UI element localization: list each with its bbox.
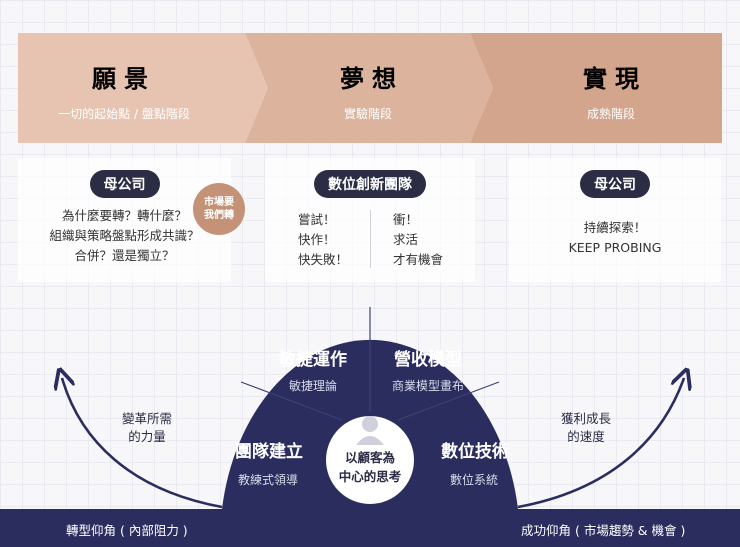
left-curved-arrow-icon [62,378,223,509]
side-left-line-1: 變革所需 [122,411,173,426]
pill-parent-company-right: 母公司 [580,170,650,198]
stage-title-vision: 願景 [92,65,156,93]
segment-sub-digital: 數位系統 [450,472,498,487]
side-left-line-2: 的力量 [128,429,166,444]
col-right-line-2: 求活 [393,232,419,247]
card-right-lines: 持續探索！ KEEP PROBING [509,218,721,258]
center-line-1: 以顧客為 [345,450,395,465]
side-label-right: 獲利成長 的速度 [561,410,611,446]
segment-sub-revenue: 商業模型畫布 [392,378,464,393]
stage-chevron-1 [18,33,268,143]
col-left-line-1: 嘗試！ [298,212,336,227]
card-parent-right: 母公司 持續探索！ KEEP PROBING [509,158,721,282]
person-icon [356,416,384,445]
side-right-line-1: 獲利成長 [561,411,612,426]
stage-chevron-2 [245,33,493,143]
card-left-line-1: 為什麼要轉？轉什麼？ [61,208,187,223]
pill-parent-company-left: 母公司 [89,170,160,198]
segment-sub-team: 教練式領導 [238,472,298,487]
stage-chevron-3 [470,33,722,143]
badge-line-1: 市場要 [204,197,234,208]
card-right-line-1: 持續探索！ [583,220,647,235]
badge-line-2: 我們轉 [204,210,234,221]
bottom-bar: 轉型仰角 ( 內部阻力 ) 成功仰角 ( 市場趨勢 & 機會 ) [0,509,740,547]
segment-title-digital: 數位技術 [441,441,509,462]
col-right-line-1: 衝！ [393,212,419,227]
col-left-line-2: 快作！ [298,232,336,247]
stage-subtitle-dream: 實驗階段 [344,106,392,121]
segment-sub-agile: 敏捷理論 [289,378,337,393]
col-right-line-3: 才有機會 [393,252,444,267]
card-right-line-2: KEEP PROBING [568,240,662,255]
card-middle-col-right: 衝！ 求活 才有機會 [393,210,443,270]
side-label-left: 變革所需 的力量 [122,410,172,446]
right-curved-arrow-icon [517,378,684,509]
segment-title-team: 團隊建立 [235,441,303,462]
pill-digital-team: 數位創新團隊 [314,170,426,198]
stage-subtitle-realize: 成熟階段 [587,106,635,121]
stage-title-realize: 實現 [583,65,647,93]
card-middle-divider [370,210,371,268]
card-parent-left: 母公司 為什麼要轉？轉什麼？ 組織與策略盤點形成共識？ 合併？還是獨立？ [18,158,231,282]
stage-subtitle-vision: 一切的起始點 / 盤點階段 [58,106,190,121]
card-left-lines: 為什麼要轉？轉什麼？ 組織與策略盤點形成共識？ 合併？還是獨立？ [18,206,231,266]
card-left-line-3: 合併？還是獨立？ [74,248,175,263]
dome-dividers [240,307,500,421]
bottom-label-left: 轉型仰角 ( 內部阻力 ) [66,523,188,538]
card-left-line-2: 組織與策略盤點形成共識？ [49,228,200,243]
col-left-line-3: 快失敗！ [298,252,349,267]
center-line-2: 中心的思考 [339,469,402,484]
side-right-line-2: 的速度 [567,429,605,444]
segment-title-agile: 敏捷運作 [278,349,347,370]
segment-title-revenue: 營收模型 [394,349,462,370]
bottom-label-right: 成功仰角 ( 市場趨勢 & 機會 ) [521,523,686,538]
stage-title-dream: 夢想 [340,65,404,93]
card-middle-col-left: 嘗試！ 快作！ 快失敗！ [298,210,348,270]
center-circle [326,416,414,504]
market-badge: 市場要 我們轉 [193,183,245,235]
